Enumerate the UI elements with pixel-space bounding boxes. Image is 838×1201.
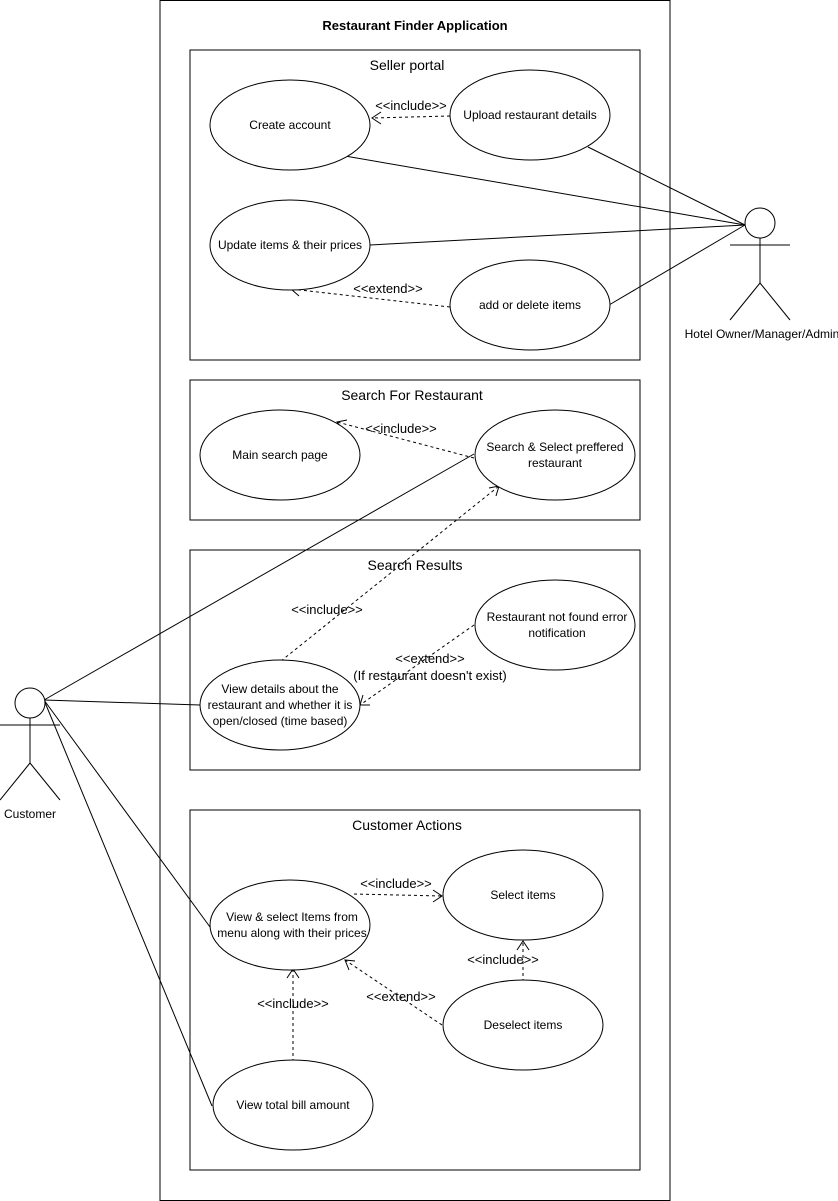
actor-owner: Hotel Owner/Manager/Admin (685, 207, 838, 341)
actor-owner-left-leg (729, 282, 761, 321)
text-line: <<extend>> (395, 651, 464, 666)
relationship-labels: <<include>> <<extend>> <<include>> <<inc… (257, 98, 539, 1011)
arrowhead (344, 959, 356, 971)
relation-label-extend-add-update: <<extend>> (353, 281, 422, 296)
association-customer-view-bill (43, 699, 213, 1107)
relation-label-include-deselect-select: <<include>> (467, 952, 539, 967)
text-line: add or delete items (479, 298, 581, 312)
relation-label-include-search-main: <<include>> (365, 421, 437, 436)
use-case-select-items (442, 849, 604, 941)
include-arrow-upload-to-create (371, 115, 451, 119)
use-case-view-select-menu (209, 879, 371, 971)
use-case-upload-restaurant-details (449, 69, 611, 161)
text-line: Search & Select preffered (486, 440, 623, 454)
use-case-update-items (209, 199, 371, 291)
use-case-label-add-delete: add or delete items (479, 298, 581, 312)
use-case-add-delete-items (449, 259, 611, 351)
include-arrow-details-to-search (280, 485, 500, 662)
relation-label-include-upload-create: <<include>> (375, 98, 447, 113)
text-line: notification (528, 626, 585, 640)
use-cases (199, 69, 636, 1151)
use-case-label-upload-details: Upload restaurant details (463, 108, 596, 122)
system-title: Restaurant Finder Application (322, 18, 507, 33)
dependencies (280, 111, 530, 1062)
relation-label-extend-deselect-menu: <<extend>> (366, 989, 435, 1004)
text-line: restaurant and whether it is (208, 698, 353, 712)
include-arrow-menu-to-select (353, 893, 443, 897)
use-case-label-view-menu: View & select Items from menu along with … (217, 910, 366, 940)
use-case-label-search-select: Search & Select preffered restaurant (486, 440, 623, 470)
use-case-label-view-details: View details about the restaurant and whe… (208, 682, 353, 728)
use-case-search-select-restaurant (474, 409, 636, 501)
text-line: View details about the (221, 682, 339, 696)
text-line: open/closed (time based) (213, 714, 348, 728)
use-case-label-main-search: Main search page (232, 448, 328, 462)
use-case-label-select-items: Select items (490, 888, 555, 902)
package-title-seller-portal: Seller portal (370, 57, 445, 73)
text-line: Update items & their prices (218, 238, 362, 252)
text-line: Restaurant not found error (487, 610, 628, 624)
package-title-customer-actions: Customer Actions (352, 817, 462, 833)
text-line: menu along with their prices (217, 926, 366, 940)
arrowhead (432, 889, 443, 903)
extend-arrow-notfound-to-details (359, 624, 475, 706)
text-line: Upload restaurant details (463, 108, 596, 122)
use-case-not-found-notification (474, 579, 636, 671)
extend-arrow-add-delete-to-update (290, 288, 451, 308)
text-line: View total bill amount (236, 1098, 350, 1112)
actor-customer-left-leg (0, 762, 31, 801)
use-case-main-search-page (199, 409, 361, 501)
actor-owner-head (744, 207, 776, 239)
association-owner-upload-details (587, 146, 746, 226)
extend-arrow-deselect-to-menu (344, 959, 443, 1026)
use-case-view-total-bill (212, 1059, 374, 1151)
use-case-label-view-bill: View total bill amount (236, 1098, 350, 1112)
actor-owner-label: Hotel Owner/Manager/Admin (685, 327, 838, 341)
actor-customer-label: Customer (4, 807, 56, 821)
relation-label-include-menu-select: <<include>> (360, 876, 432, 891)
associations (43, 146, 746, 1107)
text-line: View & select Items from (226, 910, 358, 924)
use-case-label-create-account: Create account (249, 118, 331, 132)
use-case-view-details (199, 659, 361, 751)
association-customer-view-details (43, 699, 201, 706)
use-case-labels: Create account Upload restaurant details… (208, 108, 628, 1112)
relation-label-include-bill-menu: <<include>> (257, 996, 329, 1011)
actor-customer-head (14, 687, 46, 719)
actor-customer-right-leg (29, 762, 61, 801)
package-title-search-results: Search Results (368, 557, 463, 573)
association-owner-add-delete (608, 224, 746, 306)
text-line: Deselect items (484, 1018, 563, 1032)
use-case-label-update-items: Update items & their prices (218, 238, 362, 252)
text-line: Main search page (232, 448, 328, 462)
use-case-create-account (209, 79, 371, 171)
actor-owner-right-leg (759, 282, 791, 321)
use-case-label-not-found: Restaurant not found error notification (487, 610, 628, 640)
actor-customer: Customer (0, 687, 61, 821)
text-line: restaurant (528, 456, 583, 470)
arrowhead (516, 940, 530, 951)
text-line: (If restaurant doesn't exist) (353, 668, 507, 683)
text-line: Select items (490, 888, 555, 902)
text-line: Create account (249, 118, 331, 132)
relation-label-extend-notfound-details: <<extend>> (If restaurant doesn't exist) (353, 651, 507, 683)
arrowhead (371, 111, 382, 125)
association-owner-create-account (344, 155, 746, 226)
association-customer-view-menu (43, 699, 211, 928)
package-title-search-for-restaurant: Search For Restaurant (341, 387, 483, 403)
use-case-label-deselect-items: Deselect items (484, 1018, 563, 1032)
relation-label-include-details-search: <<include>> (291, 602, 363, 617)
association-customer-search-select (43, 453, 475, 701)
association-owner-update-items (369, 224, 746, 246)
use-case-deselect-items (442, 979, 604, 1071)
